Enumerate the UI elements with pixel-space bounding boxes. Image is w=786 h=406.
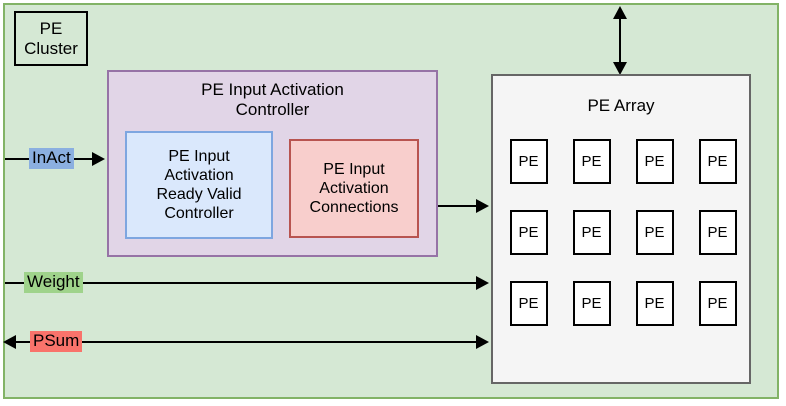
pe-cluster-label-line2: Cluster bbox=[24, 38, 78, 58]
pe-array-top-arrow-down bbox=[613, 62, 627, 75]
pe-cell: PE bbox=[635, 139, 674, 184]
controller-to-pe-array-line bbox=[438, 205, 479, 207]
activation-connections-label: PE Input Activation Connections bbox=[309, 160, 399, 217]
inact-label: InAct bbox=[29, 148, 74, 169]
controller-title-line1: PE Input Activation bbox=[201, 80, 344, 99]
pe-input-activation-ready-valid-controller: PE Input Activation Ready Valid Controll… bbox=[125, 131, 273, 239]
weight-label: Weight bbox=[24, 272, 83, 293]
controller-title: PE Input Activation Controller bbox=[109, 80, 436, 121]
psum-line bbox=[14, 341, 479, 343]
pe-array-top-line bbox=[619, 16, 621, 64]
pe-input-activation-connections: PE Input Activation Connections bbox=[289, 139, 419, 238]
pe-cluster-label-line1: PE bbox=[39, 19, 63, 39]
ready-valid-controller-label: PE Input Activation Ready Valid Controll… bbox=[156, 147, 242, 223]
pe-cell: PE bbox=[698, 281, 737, 326]
weight-arrow bbox=[476, 276, 489, 290]
pe-cell: PE bbox=[572, 210, 611, 255]
pe-array: PE Array PE PE PE PE PE PE PE PE PE PE P… bbox=[491, 74, 751, 384]
pe-cell: PE bbox=[635, 281, 674, 326]
psum-arrow-in bbox=[476, 335, 489, 349]
pe-cell: PE bbox=[572, 281, 611, 326]
controller-title-line2: Controller bbox=[235, 100, 310, 120]
pe-cell: PE bbox=[509, 210, 548, 255]
pe-array-top-arrow-up bbox=[613, 6, 627, 19]
pe-cell: PE bbox=[635, 210, 674, 255]
pe-cluster-label-box: PE Cluster bbox=[14, 11, 88, 66]
pe-cell: PE bbox=[698, 210, 737, 255]
inact-arrow bbox=[92, 152, 105, 166]
pe-cell: PE bbox=[509, 281, 548, 326]
controller-to-pe-array-arrow bbox=[476, 199, 489, 213]
pe-cell: PE bbox=[509, 139, 548, 184]
pe-grid: PE PE PE PE PE PE PE PE PE PE PE PE bbox=[509, 139, 737, 363]
pe-cell: PE bbox=[698, 139, 737, 184]
psum-label: PSum bbox=[30, 331, 83, 352]
pe-cell: PE bbox=[572, 139, 611, 184]
pe-array-title: PE Array bbox=[587, 96, 655, 115]
psum-arrow-out bbox=[3, 335, 16, 349]
weight-line bbox=[5, 282, 479, 284]
